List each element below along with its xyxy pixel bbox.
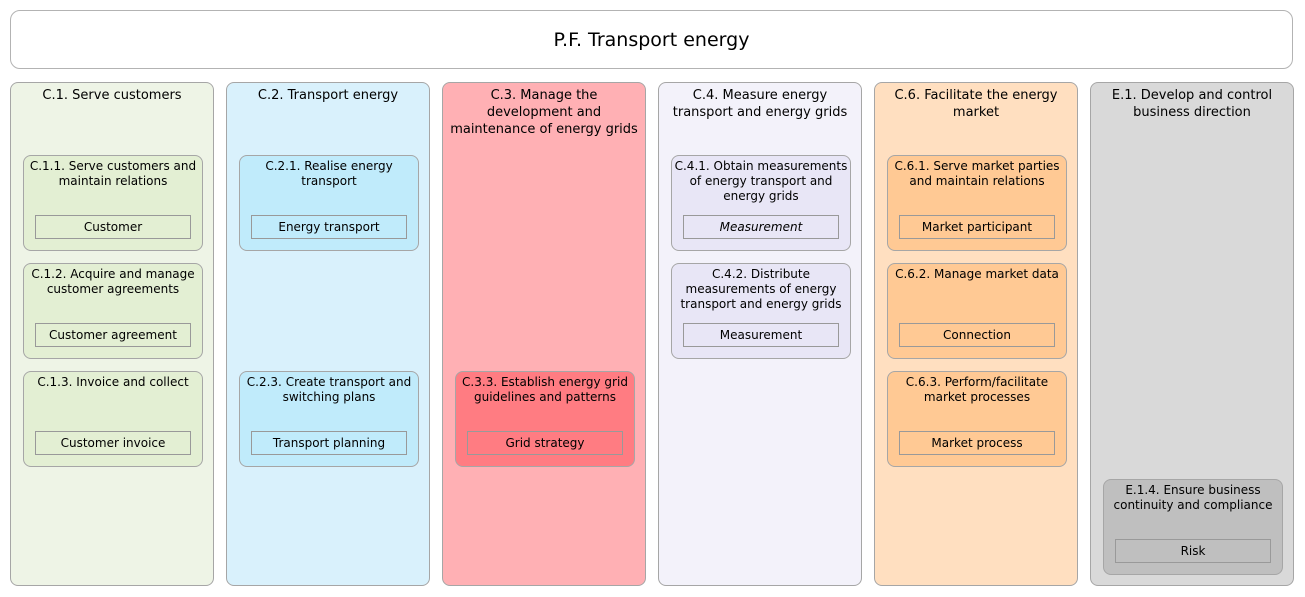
capability-title: C.4.1. Obtain measurements of energy tra…	[674, 159, 848, 203]
column-title: C.3. Manage the development and maintena…	[450, 88, 638, 137]
column-title: C.6. Facilitate the energy market	[894, 88, 1058, 120]
column-c4-measure: C.4. Measure energy transport and energy…	[658, 82, 862, 586]
business-object: Measurement	[683, 215, 839, 239]
capability-c4-1: C.4.1. Obtain measurements of energy tra…	[671, 155, 851, 251]
capability-c1-3: C.1.3. Invoice and collect Customer invo…	[23, 371, 203, 467]
business-object: Energy transport	[251, 215, 407, 239]
capability-e1-4: E.1.4. Ensure business continuity and co…	[1103, 479, 1283, 575]
business-object: Market participant	[899, 215, 1055, 239]
capability-title: E.1.4. Ensure business continuity and co…	[1113, 483, 1273, 512]
capability-title: C.6.2. Manage market data	[895, 267, 1059, 281]
business-object: Customer invoice	[35, 431, 191, 455]
capability-c6-1: C.6.1. Serve market parties and maintain…	[887, 155, 1067, 251]
capability-c1-1: C.1.1. Serve customers and maintain rela…	[23, 155, 203, 251]
capability-title: C.6.1. Serve market parties and maintain…	[894, 159, 1060, 188]
capability-c6-3: C.6.3. Perform/facilitate market process…	[887, 371, 1067, 467]
column-c1-serve-customers: C.1. Serve customers C.1.1. Serve custom…	[10, 82, 214, 586]
capability-title: C.6.3. Perform/facilitate market process…	[905, 375, 1049, 404]
column-title: C.2. Transport energy	[257, 88, 399, 103]
capability-title: C.1.3. Invoice and collect	[37, 375, 189, 389]
capability-title: C.4.2. Distribute measurements of energy…	[680, 267, 842, 311]
business-object: Customer agreement	[35, 323, 191, 347]
column-c3-manage-grids: C.3. Manage the development and maintena…	[442, 82, 646, 586]
capability-c1-2: C.1.2. Acquire and manage customer agree…	[23, 263, 203, 359]
diagram-title: P.F. Transport energy	[10, 10, 1293, 69]
business-object: Grid strategy	[467, 431, 623, 455]
column-c6-energy-market: C.6. Facilitate the energy market C.6.1.…	[874, 82, 1078, 586]
column-c2-transport-energy: C.2. Transport energy C.2.1. Realise ene…	[226, 82, 430, 586]
capability-c2-3: C.2.3. Create transport and switching pl…	[239, 371, 419, 467]
column-title: C.4. Measure energy transport and energy…	[672, 88, 848, 120]
capability-c6-2: C.6.2. Manage market data Connection	[887, 263, 1067, 359]
capability-c4-2: C.4.2. Distribute measurements of energy…	[671, 263, 851, 359]
capability-c3-3: C.3.3. Establish energy grid guidelines …	[455, 371, 635, 467]
column-title: E.1. Develop and control business direct…	[1111, 88, 1273, 120]
business-object: Market process	[899, 431, 1055, 455]
column-e1-business-direction: E.1. Develop and control business direct…	[1090, 82, 1294, 586]
capability-title: C.3.3. Establish energy grid guidelines …	[462, 375, 628, 404]
business-object: Customer	[35, 215, 191, 239]
business-object: Transport planning	[251, 431, 407, 455]
capability-c2-1: C.2.1. Realise energy transport Energy t…	[239, 155, 419, 251]
business-object: Risk	[1115, 539, 1271, 563]
capability-title: C.2.1. Realise energy transport	[265, 159, 393, 188]
capability-title: C.1.2. Acquire and manage customer agree…	[31, 267, 195, 296]
business-object: Connection	[899, 323, 1055, 347]
capability-title: C.2.3. Create transport and switching pl…	[246, 375, 412, 404]
business-object: Measurement	[683, 323, 839, 347]
column-title: C.1. Serve customers	[42, 88, 182, 103]
capability-title: C.1.1. Serve customers and maintain rela…	[29, 159, 197, 188]
